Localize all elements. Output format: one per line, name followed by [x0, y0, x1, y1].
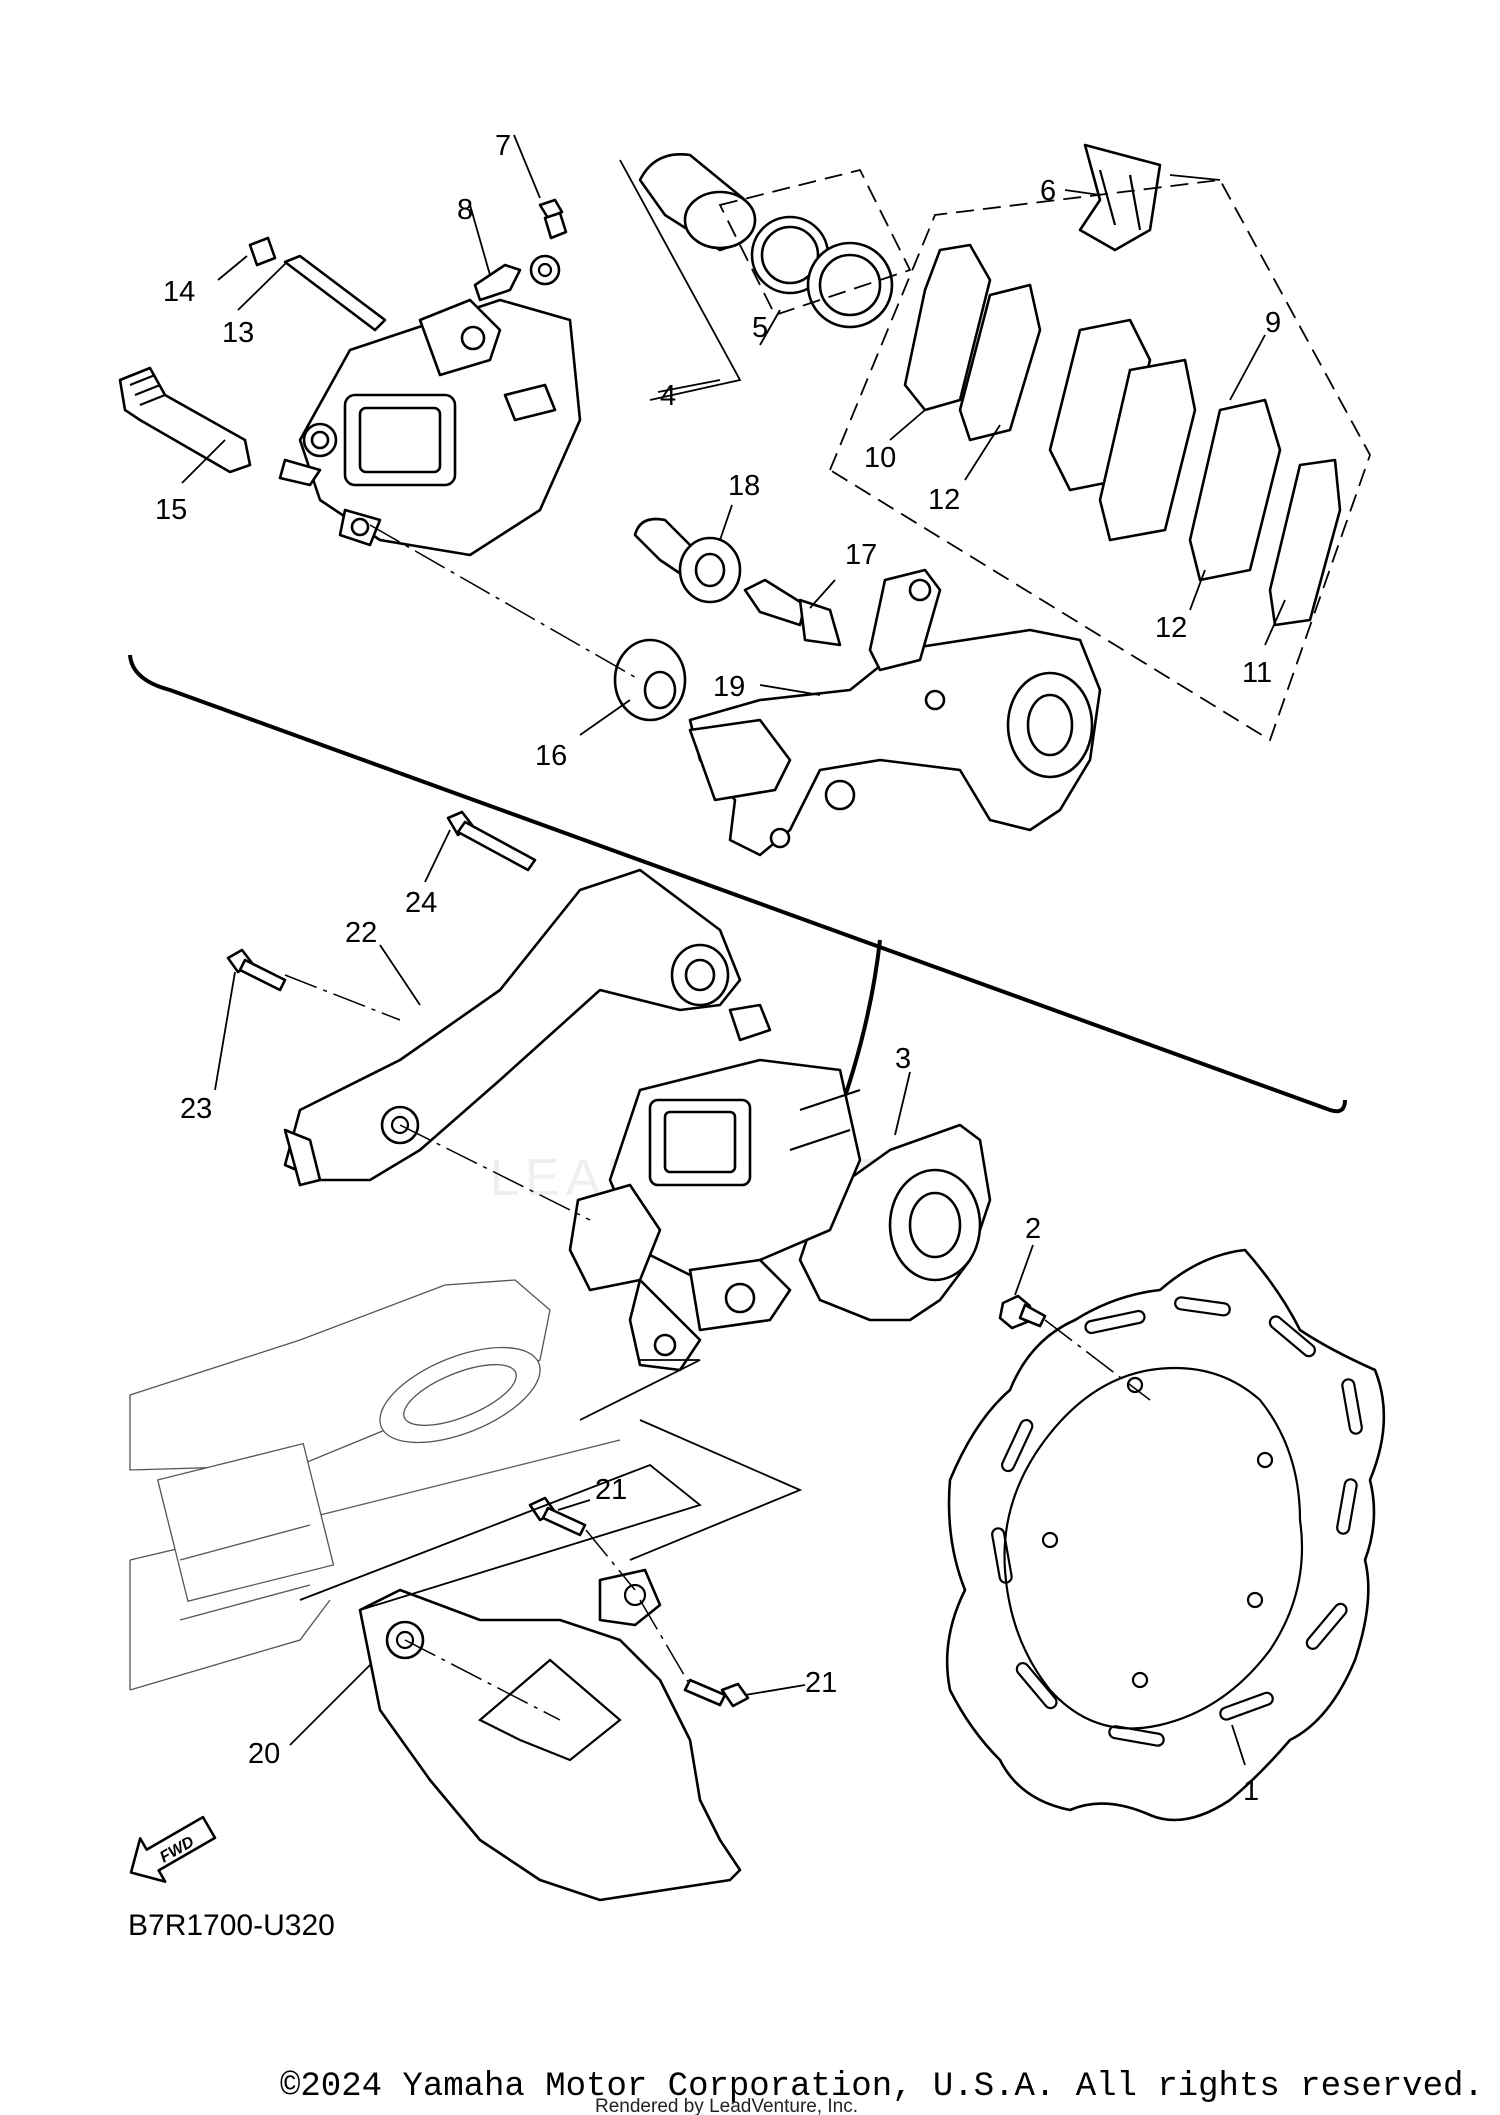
bolt-23 [226, 948, 287, 992]
seal-kit-group [718, 168, 912, 317]
callout-23: 23 [180, 1093, 212, 1125]
callout-21b: 21 [805, 1667, 837, 1699]
pad-kit-group [828, 179, 1371, 742]
diagram-code: B7R1700-U320 [128, 1909, 335, 1942]
callout-10: 10 [864, 442, 896, 474]
callout-18: 18 [728, 470, 760, 502]
pad-pin [283, 254, 387, 332]
forward-arrow-icon: FWD [129, 1815, 217, 1883]
collar-18 [633, 517, 742, 604]
callout-22: 22 [345, 917, 377, 949]
callout-20: 20 [248, 1738, 280, 1770]
disc-guard [358, 1568, 742, 1902]
callout-17: 17 [845, 539, 877, 571]
plug [248, 236, 277, 267]
callout-13: 13 [222, 317, 254, 349]
copyright-notice: ©2024 Yamaha Motor Corporation, U.S.A. A… [280, 2068, 1484, 2106]
group-bracket [128, 654, 1347, 1114]
callout-6: 6 [1040, 175, 1056, 207]
brake-pad-kit [903, 243, 1342, 627]
callout-24: 24 [405, 887, 437, 919]
bolt-24 [446, 810, 537, 872]
callout-14: 14 [163, 276, 195, 308]
callout-7: 7 [495, 130, 511, 162]
callout-5: 5 [752, 312, 768, 344]
callout-19: 19 [713, 671, 745, 703]
callout-16: 16 [535, 740, 567, 772]
boot-16 [613, 638, 687, 722]
swingarm-outline [129, 1279, 621, 1691]
callout-8: 8 [457, 194, 473, 226]
disc-guard-bracket [283, 868, 742, 1187]
callout-3: 3 [895, 1043, 911, 1075]
piston [638, 153, 757, 252]
callout-15: 15 [155, 494, 187, 526]
callout-9: 9 [1265, 307, 1281, 339]
callout-2: 2 [1025, 1213, 1041, 1245]
callout-4: 4 [660, 380, 676, 412]
callout-21a: 21 [595, 1474, 627, 1506]
piston-seal-kit [750, 215, 894, 329]
callout-12b: 12 [1155, 612, 1187, 644]
brake-disc [945, 1248, 1386, 1822]
disc-bolt [998, 1294, 1047, 1330]
bleed-cap [473, 254, 561, 302]
pad-spring [1078, 143, 1162, 252]
pin-17 [743, 578, 842, 647]
caliper-assembly [568, 1003, 992, 1372]
piston-group-line [619, 159, 742, 401]
callout-1: 1 [1243, 1775, 1259, 1807]
slide-pin [118, 366, 252, 474]
bolt-21-lower [683, 1678, 750, 1708]
caliper-bracket [688, 568, 1102, 857]
callout-12a: 12 [928, 484, 960, 516]
callout-11: 11 [1242, 657, 1272, 689]
rendered-by-notice: Rendered by LeadVenture, Inc. [595, 2096, 858, 2115]
bleed-screw [538, 198, 568, 240]
caliper-body [278, 298, 582, 557]
